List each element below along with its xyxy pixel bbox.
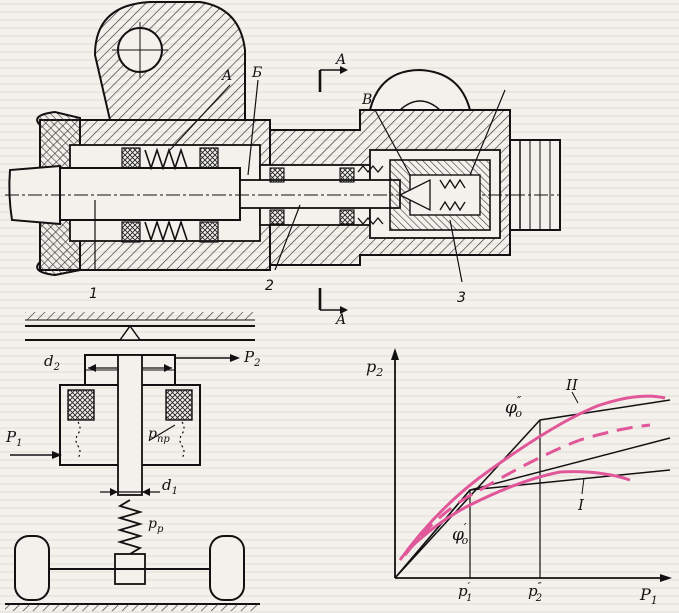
valve-stem [117,354,143,496]
phi-prime-label: φ′o [452,521,469,547]
region-label-b: Б [251,65,262,81]
part-number-2: 2 [265,278,274,294]
outlet-fitting [509,139,561,231]
curve-II [398,394,666,561]
mounting-lug [93,1,246,121]
label-p-pr: pпр [148,426,170,445]
tick-p1: p′1 [458,580,472,604]
part-number-3: 3 [457,290,466,306]
y-axis-label: p2 [366,357,383,379]
label-P2: P2 [243,348,260,369]
region-label-c: В [361,92,372,108]
curve-I [408,470,631,550]
curve-I-label: I [577,496,585,514]
characteristic-graph: p2 P1 II I φ″o φ′o p′1 p″2 [366,348,672,607]
x-axis-label: P1 [639,585,658,607]
load-spring [116,499,144,555]
region-label-a: A [220,68,232,84]
phi-double-prime-label: φ″o [505,394,522,420]
regulator-schematic: d2 P2 pпр P1 d1 pр [5,312,260,611]
curve-II-label: II [565,376,579,394]
label-p-r: pр [148,516,164,535]
label-d1: d1 [162,476,178,497]
valve-section-drawing: A A A Б В 1 2 3 [5,1,561,328]
label-P1: P1 [5,428,22,449]
curve-dashed [403,423,651,556]
part-number-1: 1 [89,286,98,302]
line-lower [469,469,671,491]
section-label-top: A [334,52,346,68]
section-label-bottom: A [334,312,346,328]
label-d2: d2 [44,352,60,373]
wheel-right [209,535,245,601]
plunger-rod [59,167,241,221]
tick-p2: p″2 [528,580,543,604]
wheel-left [14,535,50,601]
stem-2 [239,179,401,209]
